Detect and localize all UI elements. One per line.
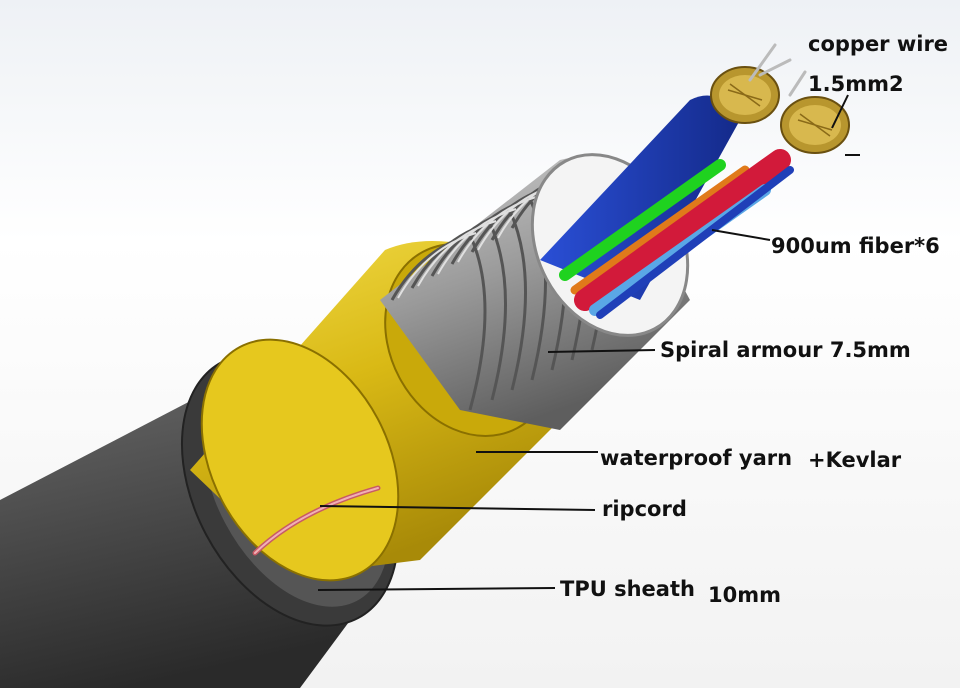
label-fiber: 900um fiber*6 bbox=[771, 234, 940, 258]
orange-fiber bbox=[570, 165, 750, 295]
red-tube bbox=[574, 149, 791, 311]
leader-copper bbox=[831, 94, 849, 129]
leader-sheath bbox=[317, 587, 556, 591]
label-sheath-size: 10mm bbox=[708, 583, 781, 607]
label-ripcord: ripcord bbox=[602, 497, 687, 521]
yarn-layer-end bbox=[200, 338, 400, 582]
label-kevlar: +Kevlar bbox=[808, 448, 902, 472]
label-sheath: TPU sheath bbox=[560, 577, 695, 601]
leader-ripcord bbox=[319, 505, 596, 511]
label-copper-size: 1.5mm2 bbox=[808, 72, 904, 96]
label-armour: Spiral armour 7.5mm bbox=[660, 338, 911, 362]
blue-tube bbox=[540, 95, 740, 300]
label-yarn: waterproof yarn bbox=[600, 446, 793, 470]
leader-armour bbox=[547, 349, 656, 353]
leader-fiber bbox=[711, 229, 771, 241]
leader-lines bbox=[317, 94, 860, 591]
green-fiber bbox=[559, 159, 726, 281]
label-copper-wire: copper wire bbox=[808, 32, 949, 56]
